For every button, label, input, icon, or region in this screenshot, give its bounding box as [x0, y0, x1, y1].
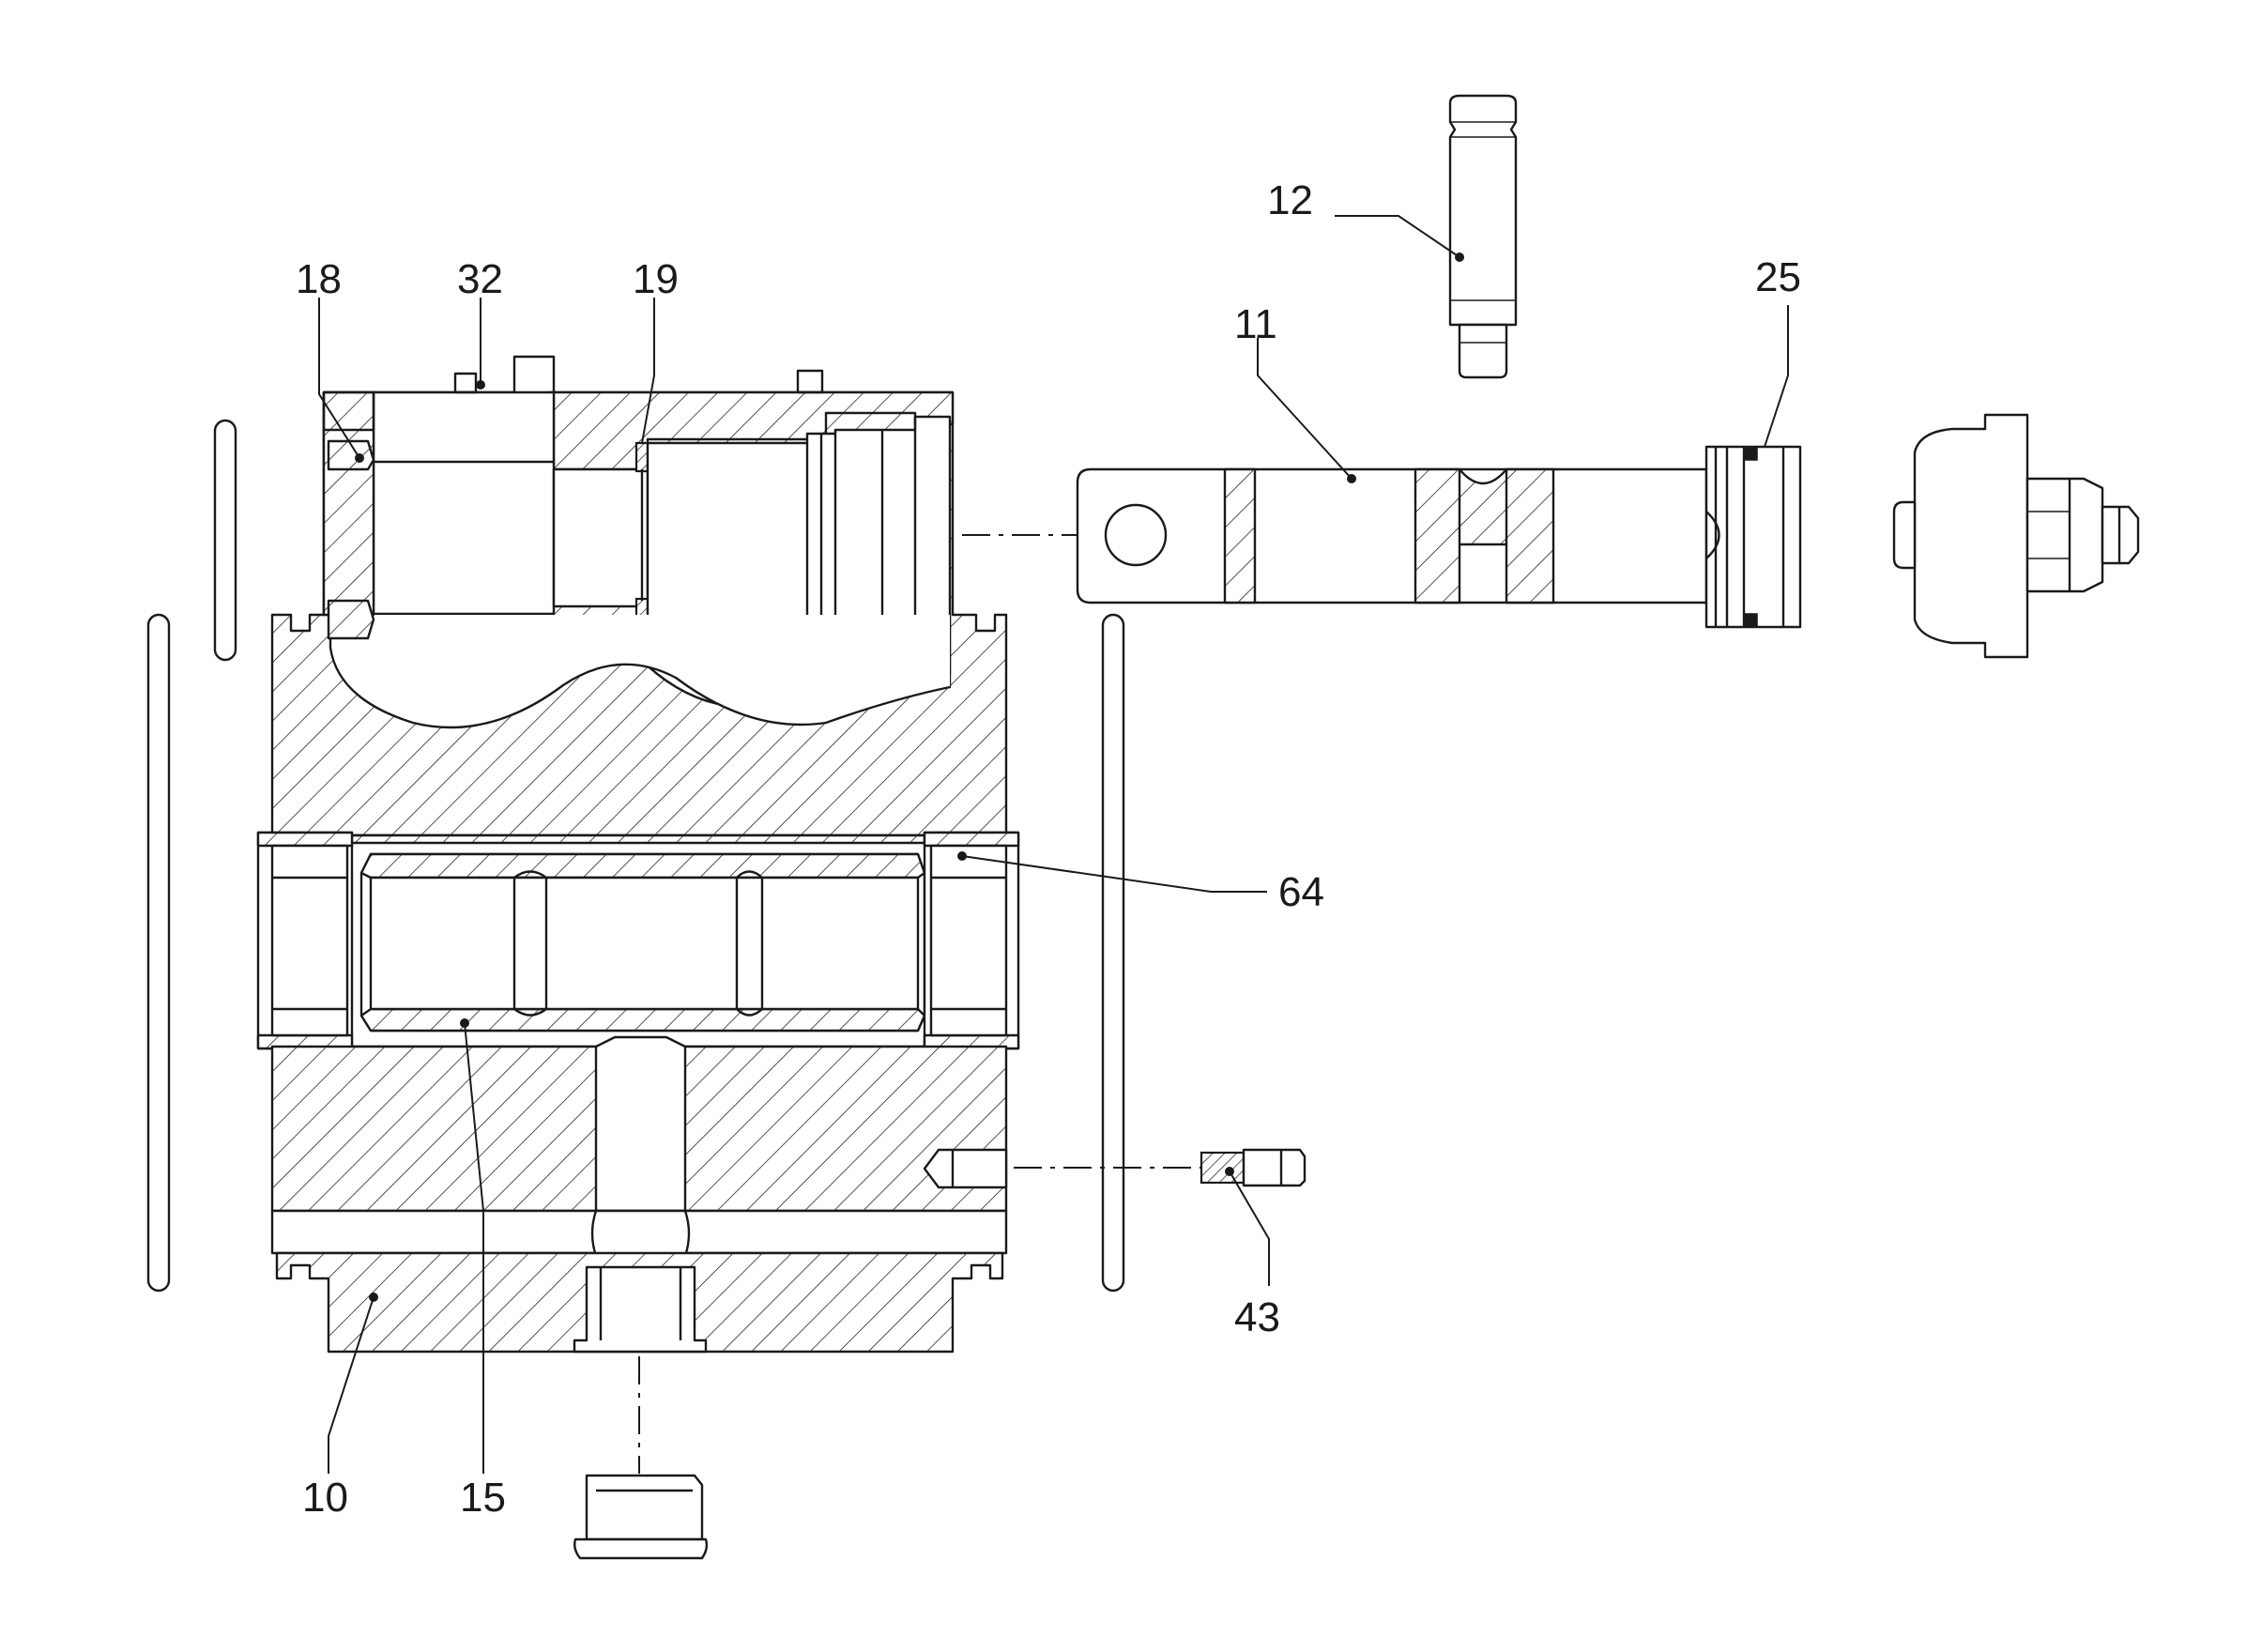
end-cap-assembly — [1892, 413, 2140, 659]
fitting-12 — [1448, 94, 1518, 379]
callout-64: 64 — [1278, 869, 1324, 915]
callout-25: 25 — [1755, 254, 1801, 300]
spool-11 — [1076, 445, 1802, 629]
callout-10: 10 — [302, 1475, 348, 1521]
callout-19: 19 — [633, 256, 679, 302]
callout-15: 15 — [460, 1475, 506, 1521]
callout-43: 43 — [1234, 1294, 1280, 1340]
rod-right-long — [1101, 613, 1125, 1293]
valve-body — [256, 355, 1020, 1354]
rod-left-short — [213, 419, 237, 662]
callout-12: 12 — [1267, 177, 1313, 223]
leader-lines — [318, 215, 1789, 1474]
callout-11: 11 — [1234, 301, 1277, 347]
callout-32: 32 — [457, 256, 503, 302]
callout-18: 18 — [296, 256, 342, 302]
callout-labels: 12 11 25 18 32 19 64 43 10 15 — [296, 177, 1801, 1521]
rod-left-long — [146, 613, 171, 1293]
bottom-plug — [573, 1474, 709, 1560]
screw-43 — [1200, 1148, 1307, 1187]
assembly-axes — [638, 534, 1201, 1474]
